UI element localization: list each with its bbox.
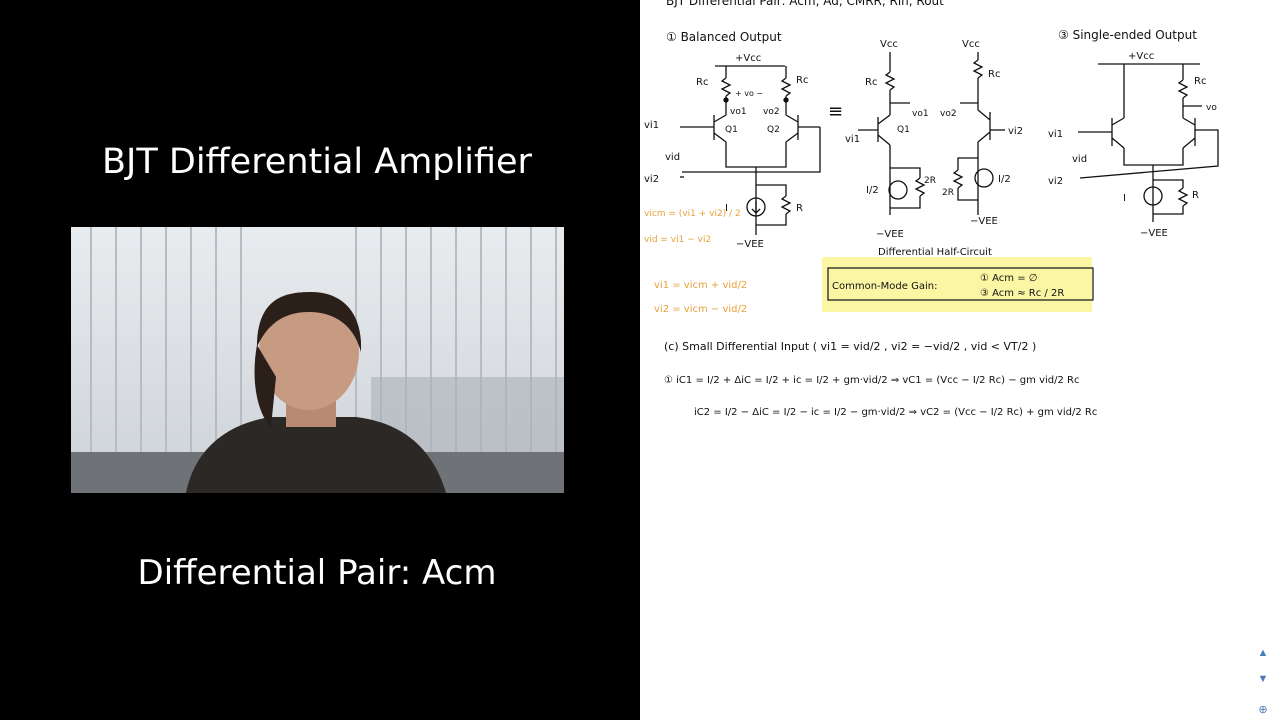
svg-text:Q2: Q2 (767, 125, 780, 135)
slide-panel: BJT Differential Amplifier (71, 142, 564, 593)
svg-text:−VEE: −VEE (1140, 228, 1168, 239)
svg-text:−VEE: −VEE (736, 239, 764, 250)
vi1-equation: vi1 = vicm + vid/2 (654, 280, 747, 291)
svg-text:vi1: vi1 (1048, 129, 1063, 140)
section-balanced-output: ① Balanced Output (666, 30, 782, 44)
vid-definition: vid = vi1 − vi2 (644, 235, 711, 245)
vicm-definition: vicm = (vi1 + vi2) / 2 (644, 209, 741, 219)
svg-text:① Acm = ∅: ① Acm = ∅ (980, 273, 1038, 284)
svg-text:vi2: vi2 (644, 174, 659, 185)
common-mode-gain-label: Common-Mode Gain: (832, 281, 937, 292)
svg-text:Vcc: Vcc (880, 39, 898, 50)
ic1-equation: ① iC1 = I/2 + ΔiC = I/2 + ic = I/2 + gm·… (664, 375, 1079, 386)
svg-text:−VEE: −VEE (876, 229, 904, 240)
svg-text:vo1: vo1 (912, 109, 929, 119)
highlight-box (822, 257, 1092, 312)
svg-text:Rc: Rc (796, 75, 808, 86)
presenter-image (71, 227, 564, 493)
svg-text:Q1: Q1 (725, 125, 738, 135)
single-ended-circuit (1078, 63, 1219, 222)
half-circuit-diagram (858, 52, 1005, 215)
svg-text:2R: 2R (924, 176, 936, 186)
svg-text:vi1: vi1 (644, 120, 659, 131)
svg-text:I/2: I/2 (866, 185, 879, 196)
svg-text:Rc: Rc (865, 77, 877, 88)
half-circuit-label: Differential Half-Circuit (878, 247, 992, 258)
svg-text:+Vcc: +Vcc (735, 53, 761, 64)
notes-page: BJT Differential Pair: Acm, Ad, CMRR, Ri… (640, 0, 1280, 720)
svg-text:+ vo −: + vo − (735, 89, 763, 98)
webcam-video (71, 227, 564, 493)
svg-text:vo2: vo2 (763, 107, 780, 117)
ic2-equation: iC2 = I/2 − ΔiC = I/2 − ic = I/2 − gm·vi… (694, 407, 1097, 418)
svg-text:Rc: Rc (696, 77, 708, 88)
svg-text:−VEE: −VEE (970, 216, 998, 227)
svg-text:+Vcc: +Vcc (1128, 51, 1154, 62)
svg-text:vi2: vi2 (1008, 126, 1023, 137)
handwritten-notes: BJT Differential Pair: Acm, Ad, CMRR, Ri… (644, 0, 1219, 418)
svg-text:I: I (1123, 193, 1126, 204)
scroll-up-icon[interactable]: ▲ (1257, 647, 1269, 659)
balanced-circuit (680, 65, 821, 235)
part-c-heading: (c) Small Differential Input ( vi1 = vid… (664, 340, 1036, 353)
svg-text:Q1: Q1 (897, 125, 910, 135)
svg-text:≡: ≡ (828, 101, 843, 122)
svg-text:2R: 2R (942, 188, 954, 198)
svg-text:vi2: vi2 (1048, 176, 1063, 187)
svg-text:Rc: Rc (1194, 76, 1206, 87)
svg-text:vi1: vi1 (845, 134, 860, 145)
svg-text:Rc: Rc (988, 69, 1000, 80)
svg-text:vid: vid (1072, 154, 1087, 165)
svg-text:vo1: vo1 (730, 107, 747, 117)
svg-text:R: R (796, 203, 803, 214)
svg-text:vid: vid (665, 152, 680, 163)
slide-title: BJT Differential Amplifier (102, 142, 532, 182)
notes-header: BJT Differential Pair: Acm, Ad, CMRR, Ri… (666, 0, 944, 8)
svg-text:vo2: vo2 (940, 109, 957, 119)
svg-text:I/2: I/2 (998, 174, 1011, 185)
section-single-ended-output: ③ Single-ended Output (1058, 28, 1197, 42)
svg-text:③ Acm ≈ Rc / 2R: ③ Acm ≈ Rc / 2R (980, 288, 1064, 299)
vi2-equation: vi2 = vicm − vid/2 (654, 304, 747, 315)
svg-text:I: I (725, 203, 728, 214)
slide-subtitle: Differential Pair: Acm (137, 553, 497, 593)
scroll-down-icon[interactable]: ▼ (1257, 673, 1269, 685)
svg-text:vo: vo (1206, 103, 1217, 113)
zoom-icon[interactable]: ⊕ (1258, 704, 1268, 716)
svg-text:R: R (1192, 190, 1199, 201)
svg-text:Vcc: Vcc (962, 39, 980, 50)
